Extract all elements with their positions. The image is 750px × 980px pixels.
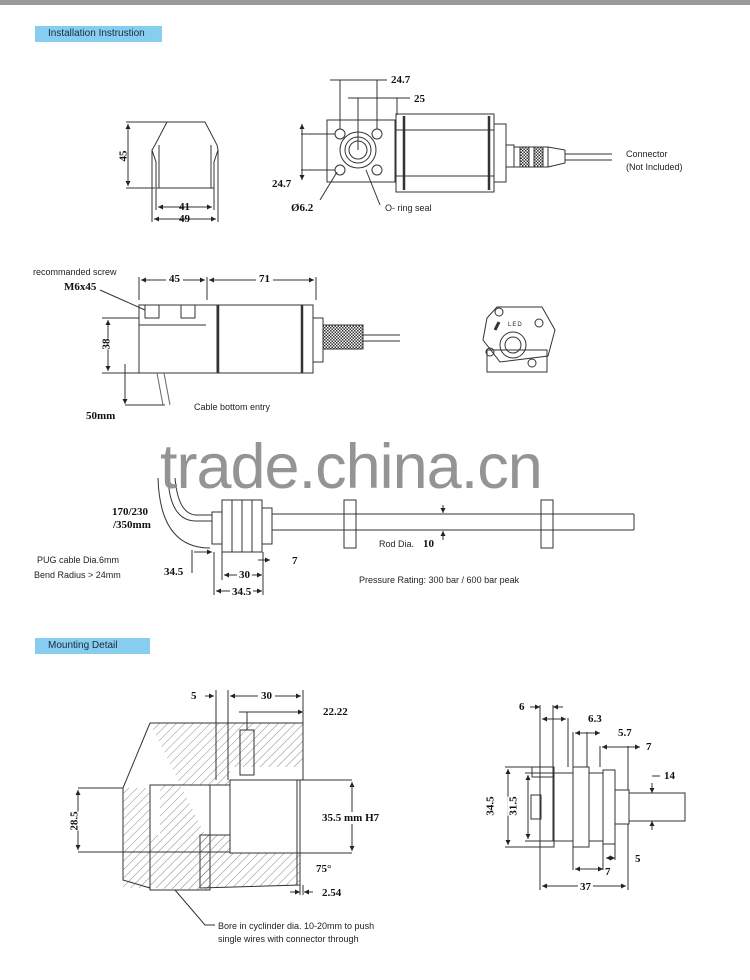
dim-34-5-left: 34.5 xyxy=(164,566,184,578)
dim-hole-spacing-v: 24.7 xyxy=(272,178,292,190)
dim-5-profile: 5 xyxy=(635,853,641,865)
dim-7: 7 xyxy=(292,555,298,567)
dim-front-inner-width: 41 xyxy=(179,201,190,213)
end-view xyxy=(482,306,556,373)
cable-length-options: 170/230 xyxy=(112,506,149,518)
cable-length-options-2: /350mm xyxy=(113,519,151,531)
oring-seal-label: O- ring seal xyxy=(385,203,432,213)
dim-30-mount: 30 xyxy=(258,690,275,702)
dim-31-5: 31.5 xyxy=(507,796,520,816)
dim-side-height: 38 xyxy=(100,338,113,350)
dim-6-3: 6.3 xyxy=(588,713,602,725)
connector-not-included-label: (Not Included) xyxy=(626,162,683,172)
dim-28-5: 28.5 xyxy=(68,811,81,831)
bore-note: Bore in cyclinder dia. 10-20mm to push xyxy=(218,921,375,931)
dim-center-offset: 25 xyxy=(414,93,425,105)
mounting-cross-section xyxy=(75,690,355,926)
dim-cable-length: 50mm xyxy=(86,410,116,422)
dim-30: 30 xyxy=(237,569,252,581)
dim-7-bottom: 7 xyxy=(605,866,611,878)
dim-7-top: 7 xyxy=(646,741,652,753)
dim-flange-length: 45 xyxy=(166,273,183,285)
dim-front-height: 45 xyxy=(117,150,130,162)
dim-34-5-bottom: 34.5 xyxy=(230,586,254,598)
side-view xyxy=(99,277,400,406)
section-label-installation: Installation Instrustion xyxy=(35,26,162,42)
rod-diameter-label: Rod Dia. xyxy=(379,539,415,549)
dim-22-22: 22.22 xyxy=(323,706,348,718)
flange-view xyxy=(299,79,612,206)
dim-hole-diameter: Ø6.2 xyxy=(291,202,314,214)
dim-37: 37 xyxy=(578,881,593,893)
dim-front-outer-width: 49 xyxy=(179,213,190,225)
front-view-profile xyxy=(125,121,219,222)
cable-diameter-note: PUG cable Dia.6mm xyxy=(37,555,120,565)
bend-radius-note: Bend Radius > 24mm xyxy=(34,570,121,580)
dim-hole-spacing-h: 24.7 xyxy=(391,74,411,86)
screw-size-label: M6x45 xyxy=(64,281,97,293)
dim-14: 14 xyxy=(664,770,675,782)
bore-note-2: single wires with connector through xyxy=(218,934,359,944)
dim-2-54: 2.54 xyxy=(322,887,342,899)
dim-34-5-profile: 34.5 xyxy=(484,796,497,816)
pressure-rating: Pressure Rating: 300 bar / 600 bar peak xyxy=(359,575,520,585)
mounting-profile xyxy=(505,704,686,890)
top-border-bar xyxy=(0,0,750,5)
dim-5-7: 5.7 xyxy=(618,727,632,739)
dim-35-5-h7: 35.5 mm H7 xyxy=(322,812,380,824)
rod-diameter-value: 10 xyxy=(423,538,434,550)
led-label: LED xyxy=(508,322,523,328)
recommended-screw-label: recommanded screw xyxy=(33,267,117,277)
dim-5: 5 xyxy=(191,690,197,702)
angle-75: 75° xyxy=(316,863,332,875)
connector-label: Connector xyxy=(626,149,668,159)
watermark: trade.china.cn xyxy=(160,432,543,502)
dim-6: 6 xyxy=(519,701,525,713)
cable-bottom-entry-label: Cable bottom entry xyxy=(194,402,271,412)
dim-body-length: 71 xyxy=(256,273,273,285)
section-label-mounting: Mounting Detail xyxy=(35,638,150,654)
